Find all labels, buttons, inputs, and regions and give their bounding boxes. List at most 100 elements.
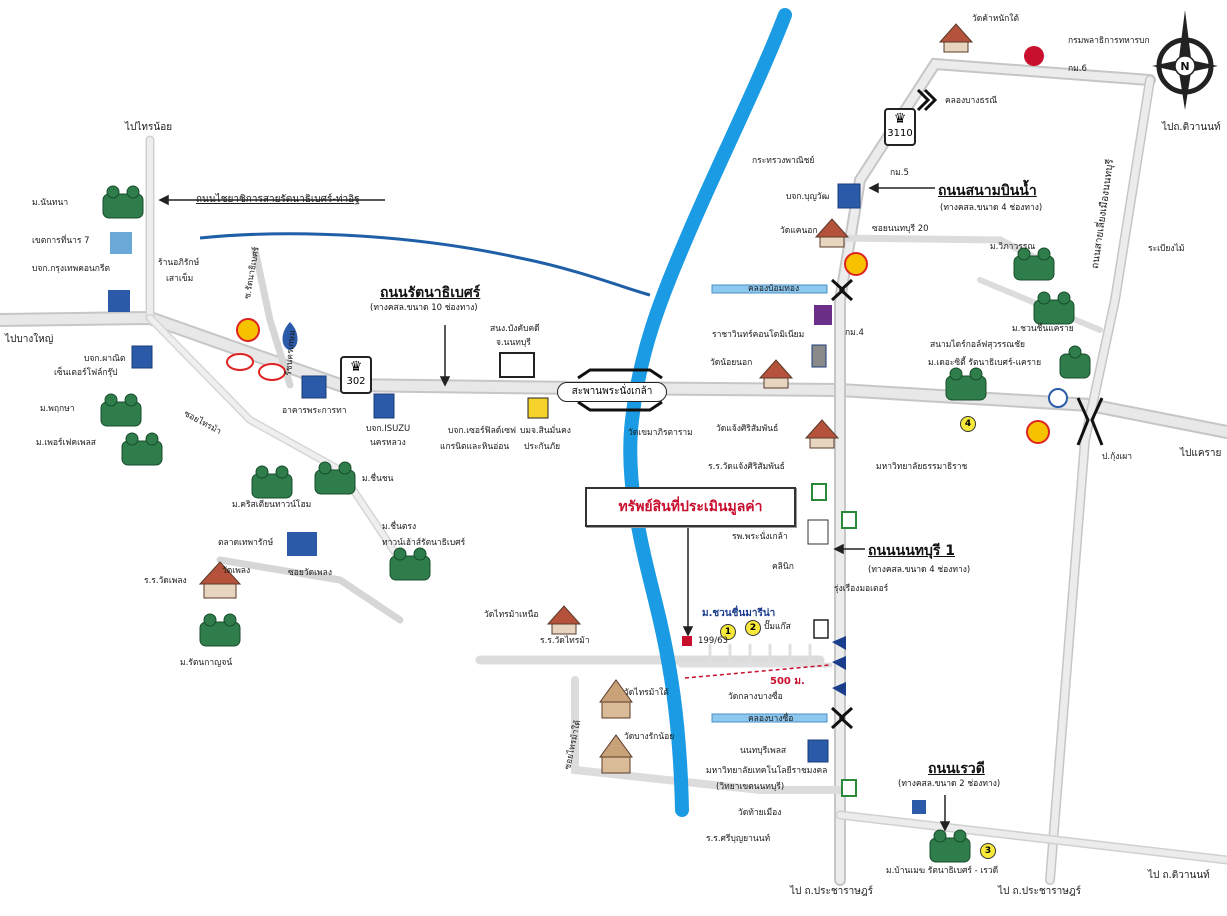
highway-shield-302: ♛302 bbox=[340, 356, 372, 394]
building-icon bbox=[837, 183, 861, 209]
landmark-city-rattana: ม.เดอะซิตี้ รัตนาธิเบศร์-แคราย bbox=[928, 358, 1042, 368]
landmark-army: กรมพลาธิการทหารบก bbox=[1068, 36, 1150, 46]
temple-icon bbox=[814, 218, 850, 248]
road-name-chaiyaphruek: ถนนไชยาชิการสายรัตนาธิเบศร์-ท่าอิฐ bbox=[196, 194, 360, 205]
bridge-marks bbox=[577, 88, 1104, 730]
village-icon bbox=[251, 465, 293, 499]
village-icon bbox=[1033, 291, 1075, 325]
landmark-mchuenrung: ม.ชื่นตรง bbox=[382, 522, 417, 532]
landmark-nonburi-place: นนทบุรีเพลส bbox=[740, 746, 787, 756]
shell-icon bbox=[236, 318, 260, 342]
temple-icons bbox=[198, 23, 974, 774]
landmark-golf: สนามไดร์กอล์ฟสุวรรณชัย bbox=[930, 340, 1025, 350]
landmark-mperfect: ม.เพอร์เฟคเพลส bbox=[36, 438, 96, 448]
landmark-mphruksa: ม.พฤกษา bbox=[40, 404, 75, 414]
landmark-clinic: คลินิก bbox=[772, 562, 794, 572]
gas-station-icons bbox=[226, 46, 1068, 444]
temple-icon bbox=[599, 734, 633, 774]
landmark-sch-phlong: ร.ร.วัดเพลง bbox=[144, 576, 187, 586]
temple-icon bbox=[938, 23, 974, 53]
landmark-sermsak: บจก.เซอร์ฟิลด์เซฟ bbox=[448, 426, 517, 436]
seven-eleven-icon bbox=[841, 511, 857, 529]
target-marker bbox=[682, 636, 692, 646]
landmark-mnanthana: ม.นันทนา bbox=[32, 198, 69, 208]
road-sub-ratsadon: (ทางคสล.ขนาด 2 ช่องทาง) bbox=[898, 779, 1001, 789]
bridge-label: สะพานพระนั่งเกล้า bbox=[557, 382, 667, 402]
pin-2: 2 bbox=[745, 620, 761, 636]
esso-icon bbox=[258, 363, 286, 381]
building-icon bbox=[373, 393, 395, 419]
scale-label: 500 ม. bbox=[770, 676, 805, 687]
direction-markers bbox=[832, 636, 846, 696]
building-icon bbox=[811, 344, 827, 368]
seven-eleven-icon bbox=[811, 483, 827, 501]
garuda-icon: ♛ bbox=[893, 111, 907, 127]
km-marker-6: กม.6 bbox=[1068, 64, 1087, 74]
landmark-univ-sukhothai: มหาวิทยาลัยธรรมาธิราช bbox=[876, 462, 968, 472]
gas-pump-icon bbox=[813, 619, 829, 639]
landmark-christian: ม.คริสเตียนทาวน์โฮม bbox=[232, 500, 312, 510]
landmark-talad: ตลาดเทพารักษ์ bbox=[218, 538, 274, 548]
target-village: ม.ชวนชื่นมารีน่า bbox=[702, 608, 776, 619]
temple-icon bbox=[599, 679, 633, 719]
direction-south2: ไป ถ.ประชาราษฎร์ bbox=[998, 886, 1081, 897]
village-icon bbox=[100, 393, 142, 427]
landmark-saoraem: เสาเข็ม bbox=[166, 274, 194, 284]
landmark-ranjarasak: ร้านอภิรักษ์ bbox=[158, 258, 200, 268]
temple-icon bbox=[546, 605, 582, 635]
market-icon bbox=[287, 532, 317, 556]
landmark-bangkok-concrete: บจก.กรุงเทพคอนกรีต bbox=[32, 264, 111, 274]
landmark-watbuayai: วัดน้อยนอก bbox=[710, 358, 753, 368]
road-name-nonthaburi1: ถนนนนทบุรี 1 bbox=[868, 543, 956, 559]
scale-arrow bbox=[684, 664, 831, 679]
landmark-watkhema: วัดเขมาภิรตาราม bbox=[628, 428, 693, 438]
target-label: ทรัพย์สินที่ประเมินมูลค่า bbox=[618, 499, 763, 515]
road-soi-phlong bbox=[216, 556, 404, 624]
road-sub-nonthaburi1: (ทางคสล.ขนาด 4 ช่องทาง) bbox=[868, 565, 971, 575]
compass: N bbox=[1152, 10, 1218, 110]
direction-west: ไปบางใหญ่ bbox=[5, 334, 54, 345]
landmark-boonyawat: บจก.บุญวัฒ bbox=[786, 192, 830, 202]
building-icon bbox=[301, 375, 327, 399]
court-icon bbox=[499, 352, 535, 378]
landmark-moc: กระทรวงพาณิชย์ bbox=[752, 156, 815, 166]
village-icon bbox=[1013, 247, 1055, 281]
highway-shield-3110: ♛3110 bbox=[884, 108, 916, 146]
landmark-sch-sai: ร.ร.วัดไทรม้า bbox=[540, 636, 590, 646]
landmark-townhome: ทาวน์เฮ้าส์รัตนาธิเบศร์ bbox=[382, 538, 466, 548]
landmark-prabiang: ระเบียงไม้ bbox=[1148, 244, 1185, 254]
landmark-watkhaenai: วัดแคนอก bbox=[780, 226, 818, 236]
landmark-vikanran: ม.วิภาวรรณ bbox=[990, 242, 1036, 252]
landmark-banmai: ม.บ้านเมฆ รัตนาธิเบศร์ - เรวดี bbox=[886, 866, 999, 876]
village-icon bbox=[199, 613, 241, 647]
highway-number: 302 bbox=[346, 376, 366, 387]
landmark-pranangklao: รพ.พระนั่งเกล้า bbox=[732, 532, 788, 542]
village-icon bbox=[314, 461, 356, 495]
landmark-chalerm: ม.ชื่นชน bbox=[362, 474, 394, 484]
star-station-icon bbox=[1024, 46, 1044, 66]
square-icons bbox=[108, 232, 926, 814]
temple-icon bbox=[804, 419, 840, 449]
seven-eleven-icon bbox=[841, 779, 857, 797]
landmark-sch-sriboonyanon: ร.ร.ศรีบุญยานนท์ bbox=[706, 834, 771, 844]
road-name-ratsadon: ถนนเรวดี bbox=[928, 761, 985, 777]
landmark-watsaitai: วัดไทรม้าใต้ bbox=[624, 688, 669, 698]
condo-icon bbox=[814, 305, 832, 325]
garuda-icon: ♛ bbox=[349, 359, 363, 375]
pin-4: 4 bbox=[960, 416, 976, 432]
road-ratanathibet-soi bbox=[251, 246, 294, 389]
direction-ne: ไปถ.ติวานนท์ bbox=[1162, 122, 1221, 133]
insurance-icon bbox=[527, 397, 549, 419]
building-icon bbox=[807, 739, 829, 763]
landmark-mrattanakarn: ม.รัตนกาญจน์ bbox=[180, 658, 233, 668]
building-icons bbox=[131, 183, 861, 763]
km-marker-4: กม.4 bbox=[845, 328, 864, 338]
road-name-sanambinnam: ถนนสนามบินน้ำ bbox=[938, 183, 1037, 199]
landmark-watchaeng: วัดแจ้งศิริสัมพันธ์ bbox=[716, 424, 779, 434]
landmark-sch-chaeng: ร.ร.วัดแจ้งศิริสัมพันธ์ bbox=[708, 462, 785, 472]
pointer-arrows bbox=[158, 182, 951, 832]
km-marker-5: กม.5 bbox=[890, 168, 909, 178]
canal-label-bomthong: คลองบ้อมทอง bbox=[748, 284, 800, 294]
landmark-condo: ราชาวินทร์คอนโดมิเนียม bbox=[712, 330, 805, 340]
village-icon bbox=[102, 185, 144, 219]
